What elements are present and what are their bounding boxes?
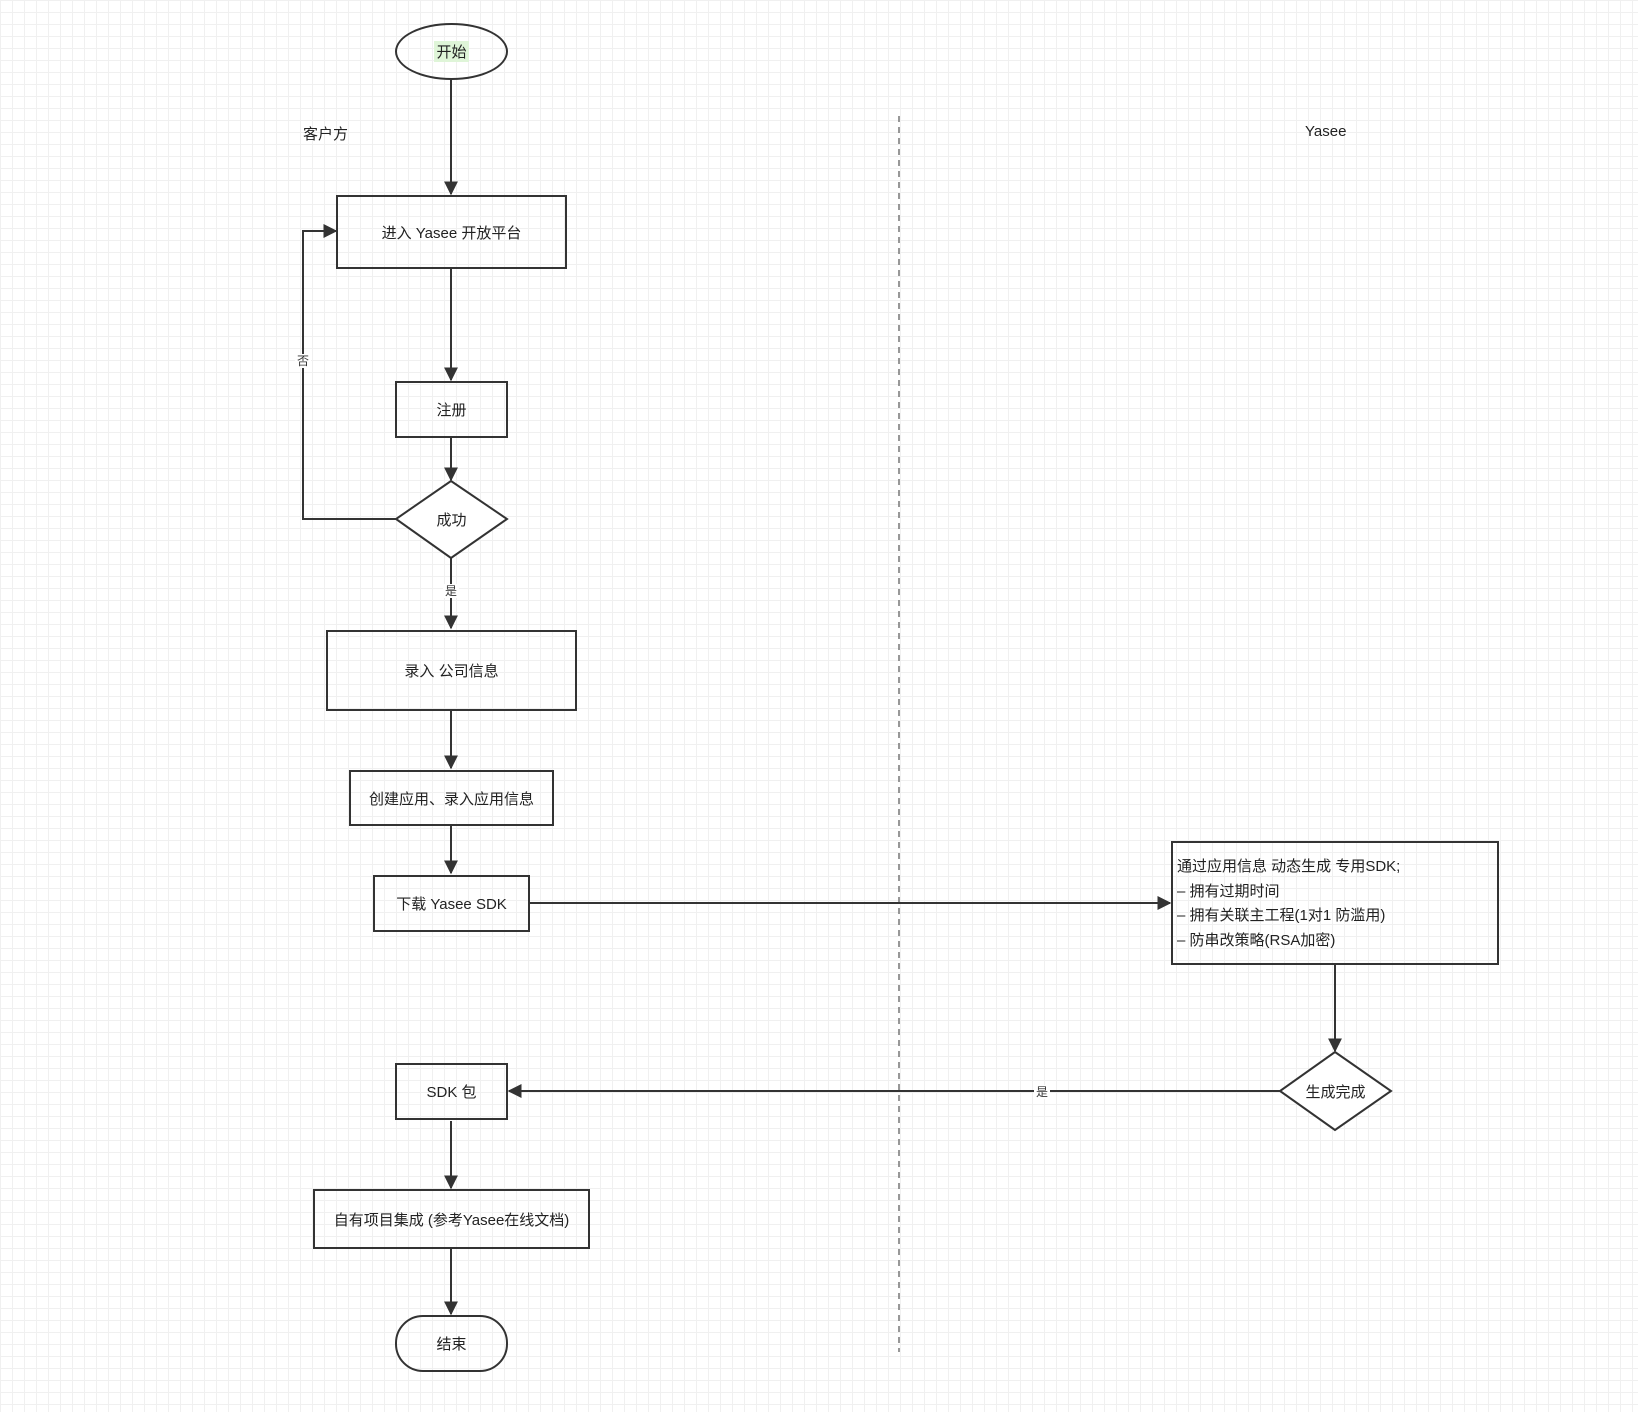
integrate-box[interactable]: 自有项目集成 (参考Yasee在线文档)	[313, 1189, 590, 1249]
register-label: 注册	[436, 402, 467, 419]
decision-success[interactable]: 成功	[396, 481, 507, 558]
generate-sdk-line-2: – 拥有过期时间	[1177, 882, 1280, 900]
decision-success-label: 成功	[436, 512, 467, 529]
enter-company-label: 录入 公司信息	[404, 663, 499, 680]
sdk-package-box[interactable]: SDK 包	[395, 1063, 508, 1120]
connector-success-no	[302, 224, 396, 520]
generate-sdk-line-4: – 防串改策略(RSA加密)	[1177, 931, 1336, 949]
download-sdk-label: 下载 Yasee SDK	[396, 896, 507, 913]
enter-platform-box[interactable]: 进入 Yasee 开放平台	[336, 195, 567, 269]
end-terminal[interactable]: 结束	[395, 1315, 508, 1372]
create-app-label: 创建应用、录入应用信息	[368, 790, 534, 808]
lane-header-client: 客户方	[303, 126, 349, 143]
create-app-box[interactable]: 创建应用、录入应用信息	[349, 770, 554, 826]
generate-sdk-line-1: 通过应用信息 动态生成 专用SDK;	[1177, 858, 1401, 875]
download-sdk-box[interactable]: 下载 Yasee SDK	[373, 875, 530, 932]
lane-header-yasee: Yasee	[1305, 123, 1347, 140]
decision-generate-done[interactable]: 生成完成	[1280, 1052, 1391, 1130]
integrate-label: 自有项目集成 (参考Yasee在线文档)	[333, 1211, 570, 1229]
decision-success-shape	[394, 479, 509, 560]
decision-generate-done-shape	[1278, 1050, 1393, 1132]
end-label: 结束	[436, 1336, 467, 1353]
enter-company-box[interactable]: 录入 公司信息	[326, 630, 577, 711]
generate-sdk-line-3: – 拥有关联主工程(1对1 防滥用)	[1177, 907, 1386, 924]
sdk-package-label: SDK 包	[426, 1084, 477, 1101]
start-terminal[interactable]: 开始	[395, 23, 508, 80]
register-box[interactable]: 注册	[395, 381, 508, 438]
edge-label-no: 否	[294, 354, 312, 368]
enter-platform-label: 进入 Yasee 开放平台	[381, 224, 522, 242]
start-label: 开始	[434, 41, 469, 62]
decision-generate-done-label: 生成完成	[1305, 1083, 1366, 1101]
edge-label-yes-register: 是	[442, 584, 460, 598]
edge-label-yes-generate: 是	[1033, 1085, 1051, 1099]
generate-sdk-box[interactable]: 通过应用信息 动态生成 专用SDK; – 拥有过期时间 – 拥有关联主工程(1对…	[1171, 841, 1499, 965]
